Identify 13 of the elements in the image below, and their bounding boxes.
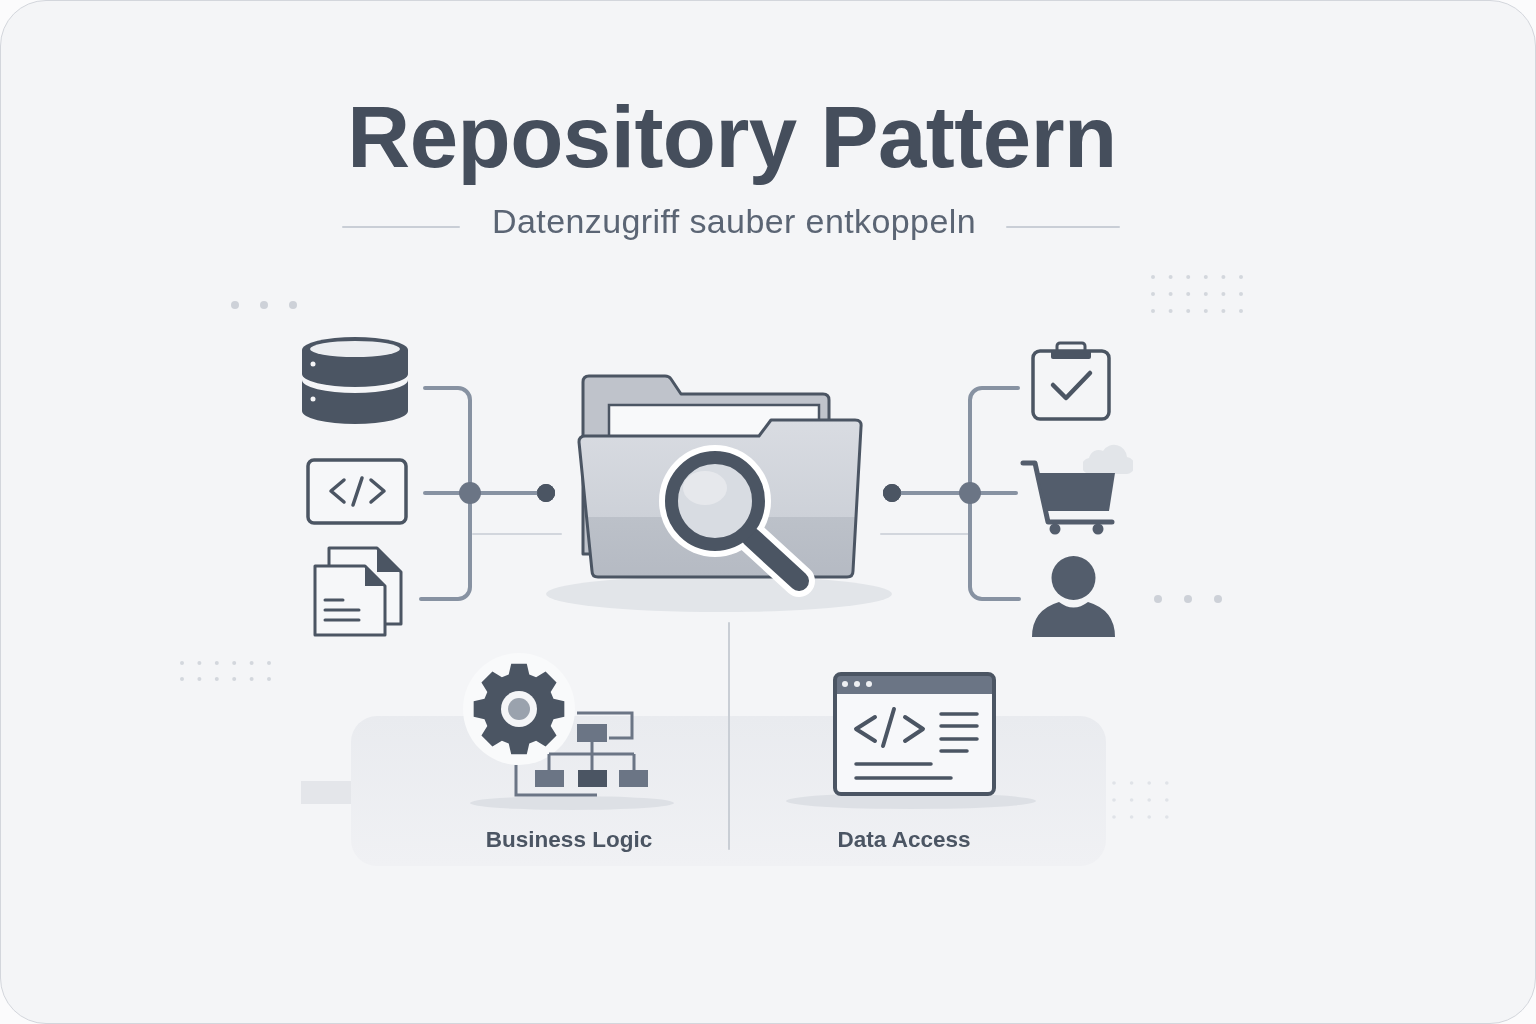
connector-line — [883, 484, 1021, 601]
clipboard-check-icon — [1031, 341, 1111, 421]
section-label: Business Logic — [485, 826, 653, 854]
shopping-cart-icon — [1020, 459, 1116, 535]
database-icon — [301, 336, 409, 426]
folder-search-icon — [545, 374, 894, 613]
section-label: Data Access — [837, 826, 971, 854]
documents-icon — [313, 546, 403, 637]
subtitle: Datenzugriff sauber entkoppeln — [492, 201, 976, 242]
code-icon — [306, 458, 408, 525]
title: Repository Pattern — [347, 87, 1117, 187]
connector-line — [419, 484, 555, 601]
person-icon — [1031, 556, 1116, 638]
